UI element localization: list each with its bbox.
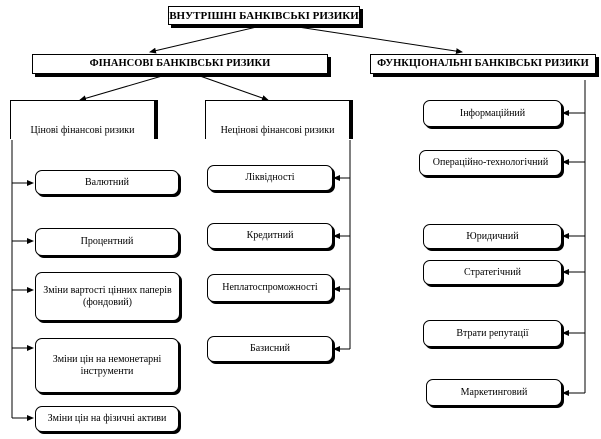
price-risk-item: Зміни цін на немонетарні інструменти [35, 338, 179, 393]
nonprice-risk-item: Базисний [207, 336, 333, 362]
arrow-title-to-functional [284, 24, 463, 55]
arrow-financial-to-nonprice [199, 75, 269, 101]
financial-risks-header: ФІНАНСОВІ БАНКІВСЬКІ РИЗИКИ [32, 54, 328, 74]
nonprice-risk-item: Ліквідності [207, 165, 333, 191]
functional-risk-item: Операційно-технологічний [419, 150, 562, 176]
arrow-title-to-financial [149, 24, 266, 54]
price-risk-item: Валютний [35, 170, 179, 195]
functional-risks-header: ФУНКЦІОНАЛЬНІ БАНКІВСЬКІ РИЗИКИ [370, 54, 596, 74]
price-risk-item: Зміни цін на фізичні активи [35, 406, 179, 432]
functional-risk-item: Стратегічний [423, 260, 562, 285]
functional-risk-item: Втрати репутації [423, 320, 562, 347]
nonprice-risks-header: Нецінові фінансові ризики [205, 100, 350, 139]
price-risk-item: Зміни вартості цінних паперів (фондовий) [35, 272, 180, 321]
nonprice-risk-item: Кредитний [207, 223, 333, 249]
functional-risk-item: Інформаційний [423, 100, 562, 127]
price-risks-header: Цінові фінансові ризики [10, 100, 155, 139]
nonprice-risk-item: Неплатоспроможності [207, 274, 333, 302]
functional-risk-item: Маркетинговий [426, 379, 562, 406]
internal-risks-title: ВНУТРІШНІ БАНКІВСЬКІ РИЗИКИ [168, 6, 360, 25]
price-risk-item: Процентний [35, 228, 179, 256]
functional-risk-item: Юридичний [423, 224, 562, 249]
arrow-financial-to-price [79, 75, 163, 102]
